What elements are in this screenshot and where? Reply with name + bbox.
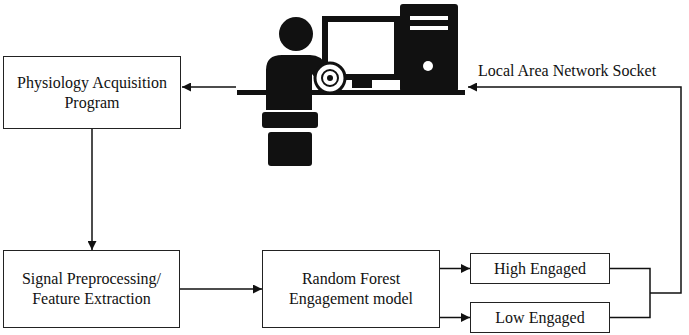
network-label: Local Area Network Socket bbox=[476, 62, 658, 80]
flow-arrow bbox=[91, 129, 93, 250]
process-box: Signal Preprocessing/ Feature Extraction bbox=[3, 250, 180, 328]
output-box: Low Engaged bbox=[470, 302, 610, 333]
person-head bbox=[279, 17, 313, 51]
steering-wheel bbox=[315, 63, 345, 93]
output-box: High Engaged bbox=[470, 253, 610, 284]
box-text: Random Forest Engagement model bbox=[271, 269, 431, 309]
box-text: High Engaged bbox=[494, 259, 586, 279]
box-text: Physiology Acquisition Program bbox=[12, 73, 172, 113]
flow-arrow bbox=[440, 317, 470, 319]
computer-tower bbox=[400, 4, 458, 92]
merge-line bbox=[610, 269, 650, 318]
model-box: Random Forest Engagement model bbox=[262, 250, 440, 328]
process-box: Physiology Acquisition Program bbox=[3, 56, 181, 129]
feedback-arrow bbox=[468, 87, 681, 293]
box-text: Low Engaged bbox=[495, 308, 584, 328]
chair bbox=[262, 112, 318, 128]
box-text: Signal Preprocessing/ Feature Extraction bbox=[12, 269, 171, 309]
flow-arrow bbox=[180, 288, 262, 290]
flow-arrow bbox=[440, 268, 470, 270]
signal-arrow bbox=[182, 86, 236, 88]
